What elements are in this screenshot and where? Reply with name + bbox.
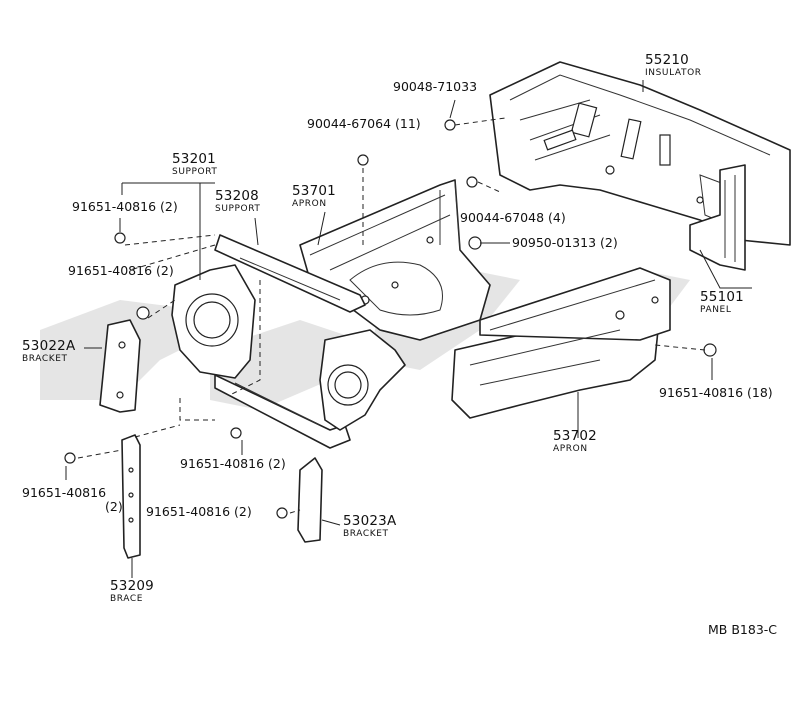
label-55101: 55101 PANEL bbox=[700, 289, 744, 315]
callout-91651-40816-bracket: 91651-40816 (2) bbox=[68, 263, 174, 278]
label-53701: 53701 APRON bbox=[292, 183, 336, 209]
bolts bbox=[64, 119, 717, 519]
bracket-53023a bbox=[297, 457, 341, 543]
callout-91651-40816-support: 91651-40816 (2) bbox=[180, 456, 286, 471]
panel-55101 bbox=[689, 164, 752, 289]
callout-90044-67064: 90044-67064 (11) bbox=[307, 116, 421, 131]
part-number: 53022A bbox=[22, 338, 76, 354]
insulator-55210 bbox=[489, 61, 791, 246]
part-name: SUPPORT bbox=[172, 166, 218, 177]
label-53201: 53201 SUPPORT bbox=[172, 151, 218, 177]
part-number: 53201 bbox=[172, 151, 216, 167]
part-number: 53702 bbox=[553, 428, 597, 444]
part-number: 55210 bbox=[645, 52, 689, 68]
label-55210: 55210 INSULATOR bbox=[645, 52, 702, 78]
support-53201 bbox=[171, 234, 406, 449]
part-name: APRON bbox=[292, 198, 327, 209]
apron-53702 bbox=[451, 267, 671, 438]
leader-lines bbox=[65, 80, 713, 514]
label-53022a: 53022A BRACKET bbox=[22, 338, 76, 364]
callout-90048-71033: 90048-71033 bbox=[393, 79, 478, 94]
part-name: BRACKET bbox=[343, 528, 389, 539]
part-name: SUPPORT bbox=[215, 203, 261, 214]
support-53208-dashed bbox=[129, 244, 261, 396]
part-number: 53023A bbox=[343, 513, 397, 529]
part-number: 53209 bbox=[110, 578, 154, 594]
callout-91651-40816-panel: 91651-40816 (18) bbox=[659, 385, 773, 400]
part-number: 53701 bbox=[292, 183, 336, 199]
part-name: PANEL bbox=[700, 304, 732, 315]
label-53208: 53208 SUPPORT bbox=[215, 188, 261, 214]
part-name: BRACE bbox=[110, 593, 144, 604]
callout-90950-01313: 90950-01313 (2) bbox=[512, 235, 618, 250]
callout-90044-67048: 90044-67048 (4) bbox=[460, 210, 566, 225]
diagram-code: MB B183-C bbox=[708, 622, 778, 637]
callout-91651-40816-bracket2: 91651-40816 (2) bbox=[146, 504, 252, 519]
callout-91651-40816-top: 91651-40816 (2) bbox=[72, 199, 178, 214]
callout-91651-40816-brace-qty: (2) bbox=[105, 499, 123, 514]
bracket-53022a bbox=[99, 319, 141, 413]
part-name: APRON bbox=[553, 443, 588, 454]
part-name: BRACKET bbox=[22, 353, 68, 364]
brace-53209 bbox=[121, 434, 141, 578]
part-name: INSULATOR bbox=[645, 67, 702, 78]
label-53702: 53702 APRON bbox=[553, 428, 597, 454]
label-53209: 53209 BRACE bbox=[110, 578, 154, 604]
part-number: 53208 bbox=[215, 188, 259, 204]
part-number: 55101 bbox=[700, 289, 744, 305]
callout-91651-40816-brace: 91651-40816 bbox=[22, 485, 107, 500]
label-53023a: 53023A BRACKET bbox=[343, 513, 397, 539]
